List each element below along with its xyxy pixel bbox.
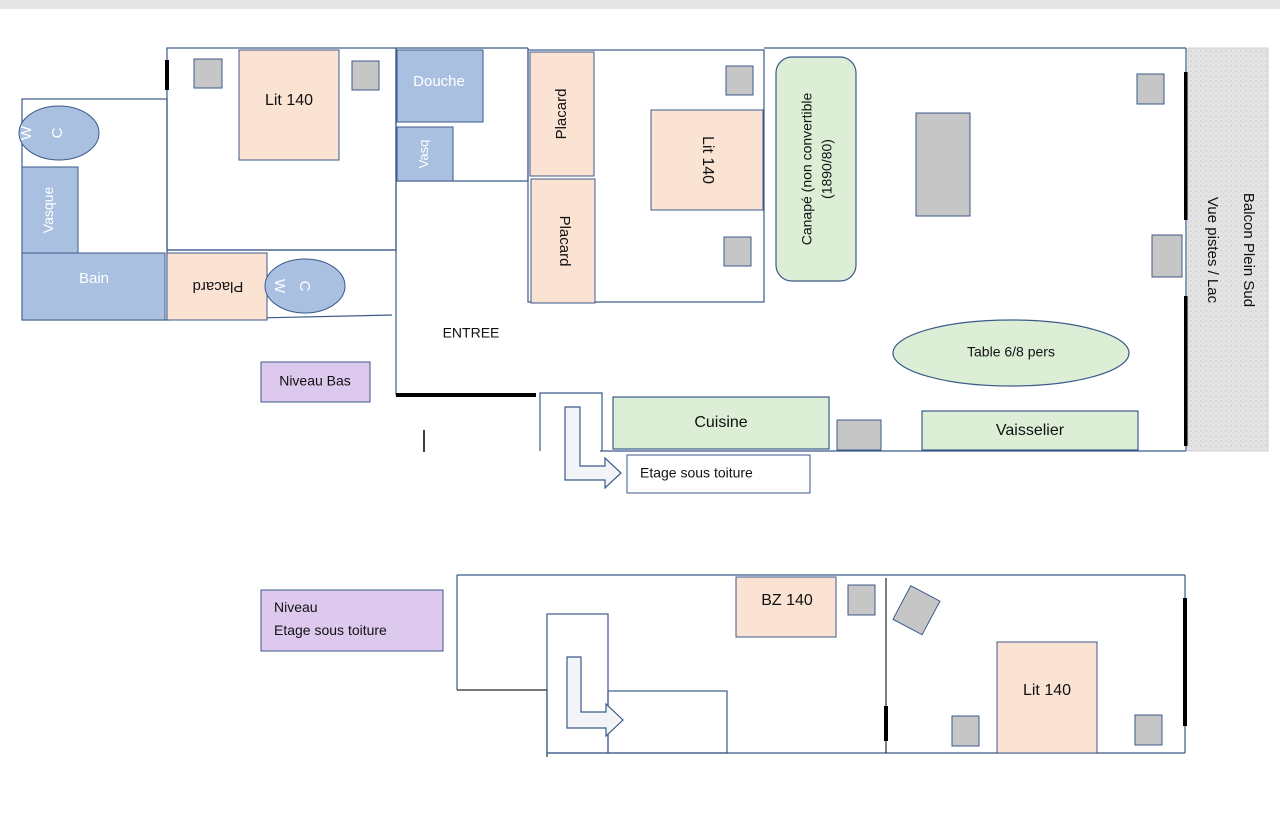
level-label-etage-line2: Etage sous toiture [274, 622, 387, 638]
bed-center-label: Lit 140 [699, 136, 716, 184]
wc-top [18, 105, 100, 161]
placard-2 [530, 178, 596, 304]
stair-down-arrow-icon [566, 656, 624, 738]
bain [21, 252, 166, 321]
vaisselier-label: Vaisselier [996, 422, 1065, 439]
bed-bz [735, 576, 837, 638]
cuisine [612, 396, 830, 450]
placard-corridor-label: Placard [193, 278, 244, 295]
openings [165, 60, 1188, 452]
bed-bottom-label: Lit 140 [1023, 682, 1071, 699]
etage-arrow-label-box [626, 454, 811, 494]
stair-box [539, 392, 603, 451]
bain-label: Bain [79, 270, 109, 287]
vasque [21, 166, 79, 254]
placard-1-label: Placard [553, 89, 570, 140]
nightstand [193, 58, 223, 89]
armchair [1151, 234, 1183, 278]
dining-table [892, 319, 1130, 387]
douche-label: Douche [413, 73, 465, 90]
entree-label: ENTREE [443, 325, 500, 341]
wc-top-c: C [49, 127, 66, 138]
bed-bz-label: BZ 140 [761, 592, 813, 609]
nightstand [1134, 714, 1163, 746]
bedroom-center-wall [527, 49, 765, 303]
bed-left-label: Lit 140 [265, 92, 313, 109]
etage-arrow-label: Etage sous toiture [640, 465, 753, 481]
armchair [1136, 73, 1165, 105]
cuisine-label: Cuisine [694, 414, 747, 431]
vaisselier [921, 410, 1139, 451]
level-label-etage [260, 589, 444, 652]
stair-box-upper [546, 613, 609, 754]
wc-top-w: W [18, 125, 35, 140]
vasq [396, 126, 454, 182]
canape-label-line2: (1890/80) [819, 139, 835, 199]
douche [396, 49, 484, 123]
chair [892, 585, 941, 636]
canape-label-line1: Canapé (non convertible [799, 93, 815, 246]
niveau-bas-walls [21, 47, 1187, 452]
nightstand [847, 584, 876, 616]
wc-mid-w: W [271, 279, 288, 294]
level-label-bas [260, 361, 371, 403]
level-label-bas-text: Niveau Bas [279, 373, 351, 389]
wc-mid [264, 258, 346, 314]
appliance [836, 419, 882, 451]
balcony-label-line2: Vue pistes / Lac [1204, 197, 1221, 304]
nightstand [723, 236, 752, 267]
level-label-etage-line1: Niveau [274, 599, 318, 615]
vasq-label: Vasq [416, 140, 431, 169]
bed-bottom [996, 641, 1098, 754]
wc-mid-c: C [296, 281, 313, 292]
nightstand [351, 60, 380, 91]
bed-center [650, 109, 764, 211]
bed-left [238, 49, 340, 161]
placard-2-label: Placard [556, 216, 573, 267]
balcony-label-line1: Balcon Plein Sud [1240, 193, 1257, 307]
placard-1 [529, 51, 595, 177]
top-scroll-strip [0, 0, 1280, 9]
balcony [1187, 47, 1269, 452]
vasque-label: Vasque [40, 187, 56, 234]
dining-table-label: Table 6/8 pers [967, 344, 1055, 360]
nightstand [951, 715, 980, 747]
canape [775, 56, 857, 282]
nightstand [725, 65, 754, 96]
stair-up-arrow-icon [564, 406, 622, 490]
coffee-table [915, 112, 971, 217]
